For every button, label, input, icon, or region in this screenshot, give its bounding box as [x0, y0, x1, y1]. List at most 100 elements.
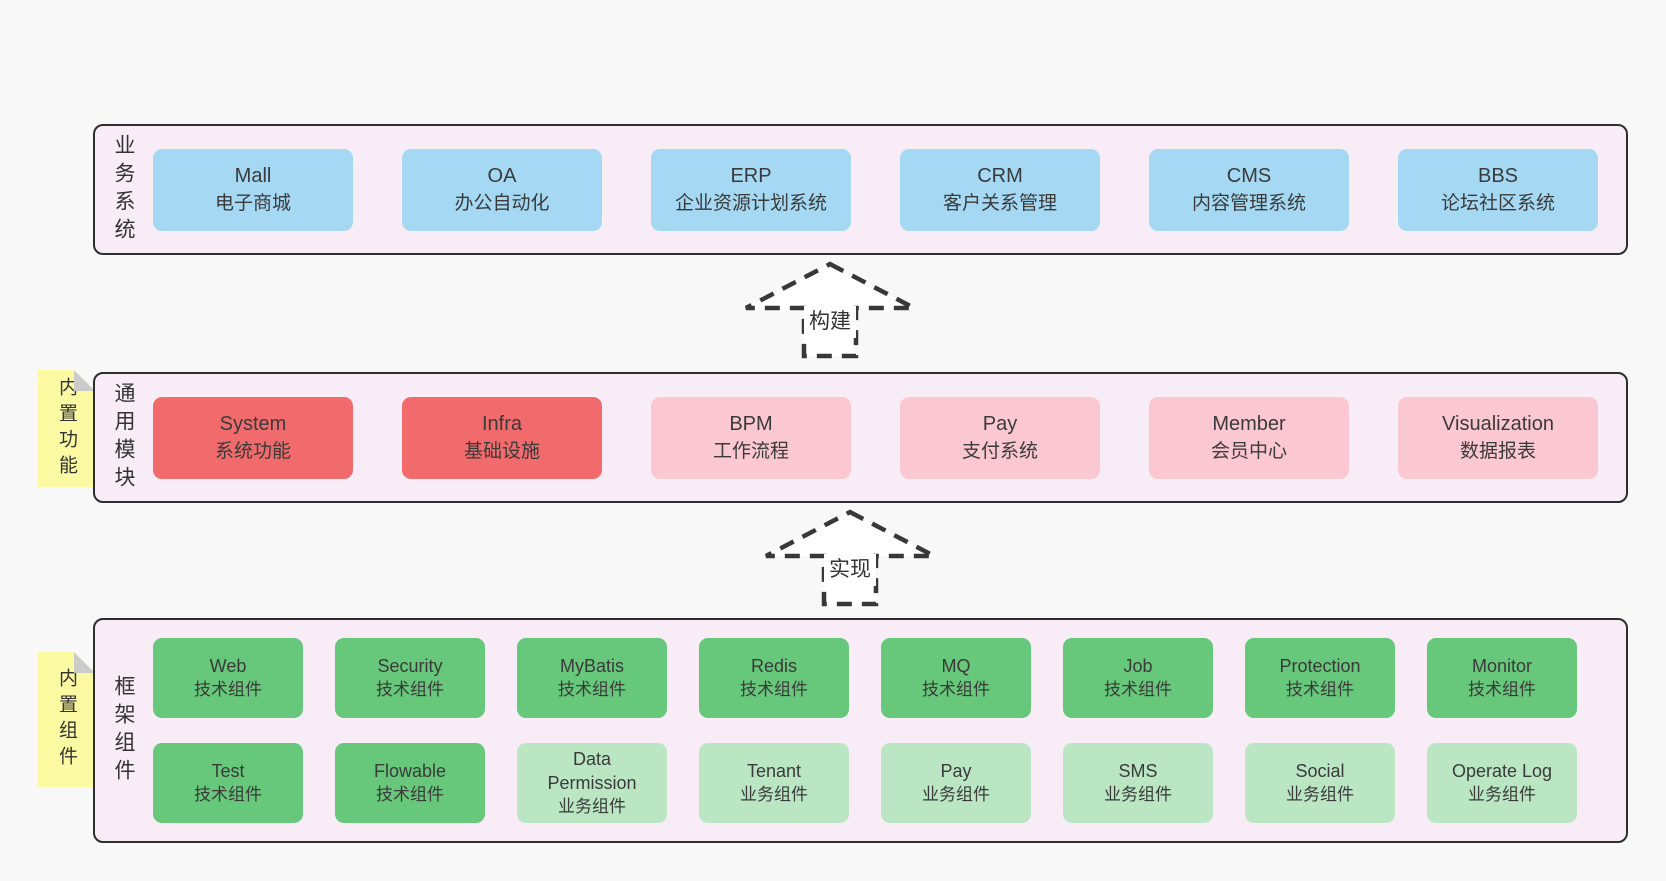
module-subtitle: 客户关系管理	[942, 192, 1057, 214]
build-arrow-label: 构建	[809, 310, 851, 333]
module-subtitle: 工作流程	[712, 440, 789, 462]
module-subtitle: 支付系统	[961, 440, 1038, 462]
module-subtitle: 业务组件	[558, 797, 626, 816]
module-name: Tenant	[746, 761, 802, 781]
module-subtitle: 技术组件	[1104, 680, 1172, 699]
module-box-sms: SMS 业务组件	[1063, 743, 1213, 823]
sticky-note-label: 内置功能	[56, 376, 77, 481]
module-name: Infra	[481, 412, 523, 435]
module-name: Pay	[982, 412, 1018, 435]
module-name: Protection	[1279, 656, 1361, 676]
module-name: SMS	[1118, 761, 1158, 781]
module-name: Web	[209, 656, 247, 676]
module-subtitle: 技术组件	[558, 680, 626, 699]
module-name: Redis	[750, 656, 798, 676]
module-name: MyBatis	[559, 656, 624, 676]
module-subtitle: 基础设施	[463, 440, 540, 462]
panel-common-modules: 通用模块 System 系统功能 Infra 基础设施 BPM 工作流程 Pay 支付系统 Me…	[93, 372, 1628, 503]
module-box-mybatis: MyBatis 技术组件	[517, 638, 667, 718]
module-name: Pay	[940, 761, 972, 781]
module-box-mq: MQ 技术组件	[881, 638, 1031, 718]
module-name: Flowable	[373, 761, 447, 781]
module-name: Test	[211, 761, 245, 781]
module-box-job: Job 技术组件	[1063, 638, 1213, 718]
module-name: Member	[1212, 412, 1286, 435]
module-name: Visualization	[1442, 412, 1554, 435]
module-box-bpm: BPM 工作流程	[651, 396, 851, 479]
panel-label-business-systems: 业务系统	[112, 133, 135, 246]
module-subtitle: 业务组件	[1468, 785, 1536, 804]
module-subtitle: 技术组件	[194, 785, 262, 804]
module-box-member: Member 会员中心	[1149, 396, 1349, 479]
implement-arrow-icon: 实现	[764, 509, 936, 607]
module-box-protection: Protection 技术组件	[1245, 638, 1395, 718]
module-box-tenant: Tenant 业务组件	[699, 743, 849, 823]
module-name: BPM	[729, 412, 773, 435]
module-name: BBS	[1477, 164, 1519, 187]
module-subtitle: 业务组件	[922, 785, 990, 804]
module-box-erp: ERP 企业资源计划系统	[651, 148, 851, 231]
module-subtitle: 电子商城	[214, 192, 291, 214]
module-box-pay: Pay 支付系统	[900, 396, 1100, 479]
module-subtitle: 业务组件	[1104, 785, 1172, 804]
module-subtitle: 技术组件	[1286, 680, 1354, 699]
module-box-mall: Mall 电子商城	[153, 148, 353, 231]
module-box-test: Test 技术组件	[153, 743, 303, 823]
module-name: Mall	[234, 164, 272, 187]
module-subtitle: 企业资源计划系统	[674, 192, 827, 214]
build-arrow-icon: 构建	[744, 261, 916, 359]
sticky-note-builtin-components: 内置组件	[38, 652, 95, 787]
module-subtitle: 技术组件	[1468, 680, 1536, 699]
module-box-visualization: Visualization 数据报表	[1398, 396, 1598, 479]
module-subtitle: 技术组件	[376, 785, 444, 804]
module-subtitle: 内容管理系统	[1191, 192, 1306, 214]
module-name: OA	[487, 164, 517, 187]
panel-label-common-modules: 通用模块	[112, 381, 135, 494]
module-subtitle: 技术组件	[740, 680, 808, 699]
module-box-monitor: Monitor 技术组件	[1427, 638, 1577, 718]
module-box-social: Social 业务组件	[1245, 743, 1395, 823]
module-name: System	[219, 412, 287, 435]
module-subtitle: 技术组件	[922, 680, 990, 699]
module-box-operate-log: Operate Log 业务组件	[1427, 743, 1577, 823]
module-subtitle: 技术组件	[376, 680, 444, 699]
module-subtitle: 系统功能	[214, 440, 291, 462]
module-subtitle: 业务组件	[740, 785, 808, 804]
module-box-flowable: Flowable 技术组件	[335, 743, 485, 823]
module-box-bbs: BBS 论坛社区系统	[1398, 148, 1598, 231]
module-subtitle: 会员中心	[1210, 440, 1287, 462]
sticky-fold-icon	[74, 652, 95, 673]
module-box-system: System 系统功能	[153, 396, 353, 479]
module-box-crm: CRM 客户关系管理	[900, 148, 1100, 231]
module-name: Job	[1123, 656, 1153, 676]
module-name: CRM	[977, 164, 1023, 187]
module-subtitle: 业务组件	[1286, 785, 1354, 804]
module-box-security: Security 技术组件	[335, 638, 485, 718]
module-name: ERP	[730, 164, 772, 187]
module-name: Monitor	[1471, 656, 1533, 676]
module-box-pay: Pay 业务组件	[881, 743, 1031, 823]
module-subtitle: 数据报表	[1459, 440, 1536, 462]
module-name: MQ	[941, 656, 971, 676]
module-name: Social	[1295, 761, 1345, 781]
sticky-note-label: 内置组件	[56, 667, 77, 772]
module-box-redis: Redis 技术组件	[699, 638, 849, 718]
common-modules-boxes: System 系统功能 Infra 基础设施 BPM 工作流程 Pay 支付系统 Member 会…	[151, 374, 1626, 501]
module-name: CMS	[1226, 164, 1272, 187]
panel-label-framework-components: 框架组件	[112, 674, 135, 787]
module-name: Security	[377, 656, 443, 676]
module-box-cms: CMS 内容管理系统	[1149, 148, 1349, 231]
sticky-fold-icon	[74, 370, 95, 391]
module-subtitle: 论坛社区系统	[1440, 192, 1555, 214]
module-row: System 系统功能 Infra 基础设施 BPM 工作流程 Pay 支付系统 Member 会…	[153, 396, 1616, 479]
module-name: Operate Log	[1451, 761, 1553, 781]
implement-arrow-label: 实现	[829, 558, 871, 581]
